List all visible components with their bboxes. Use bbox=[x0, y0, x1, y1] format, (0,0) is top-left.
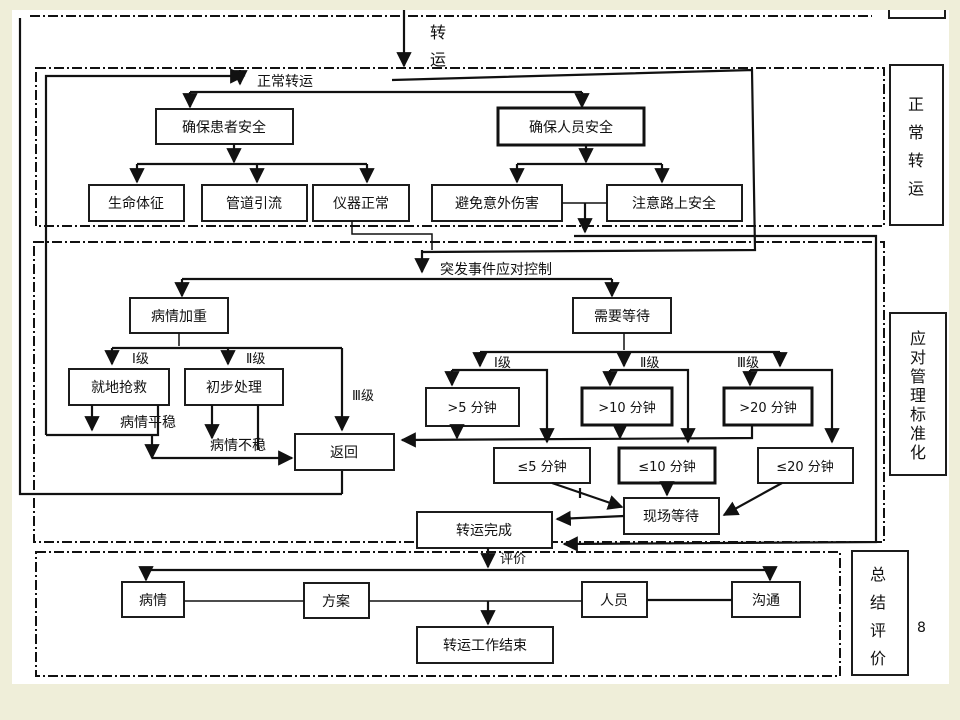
return-label: 返回 bbox=[330, 445, 358, 461]
response-tab-6: 准 bbox=[910, 424, 926, 443]
response-tab-2: 对 bbox=[910, 348, 926, 367]
level2-split bbox=[610, 368, 696, 444]
stable-label: 病情平稳 bbox=[120, 415, 176, 431]
top-label-2: 运 bbox=[430, 50, 446, 69]
communication-label: 沟通 bbox=[752, 593, 780, 609]
w-level1: Ⅰ级 bbox=[132, 352, 149, 367]
vital-signs-label: 生命体征 bbox=[108, 195, 164, 212]
staff-safety-box bbox=[496, 106, 646, 147]
rescue-box bbox=[68, 368, 170, 406]
personnel-label: 人员 bbox=[600, 593, 628, 609]
normal-tab-4: 运 bbox=[908, 179, 924, 198]
le5-box bbox=[493, 447, 591, 484]
le20-label: ≤20 分钟 bbox=[776, 459, 834, 475]
n-level2: Ⅱ级 bbox=[640, 356, 659, 371]
equipment-label: 仪器正常 bbox=[333, 196, 389, 212]
gt10-label: >10 分钟 bbox=[598, 400, 656, 416]
response-tab-5: 标 bbox=[910, 405, 926, 424]
staff-safety-label: 确保人员安全 bbox=[529, 119, 613, 136]
gt5-label: >5 分钟 bbox=[447, 400, 496, 416]
summary-section-border bbox=[35, 551, 841, 677]
rescue-label: 就地抢救 bbox=[91, 379, 147, 396]
onsite-to-complete bbox=[555, 510, 625, 527]
onsite-wait-label: 现场等待 bbox=[643, 508, 699, 525]
gt20-box bbox=[722, 386, 814, 427]
summary-tab-2: 结 bbox=[870, 593, 886, 612]
transfer-complete-label: 转运完成 bbox=[456, 523, 512, 539]
onsite-wait-box bbox=[623, 497, 720, 535]
avoid-injury-label: 避免意外伤害 bbox=[455, 195, 539, 212]
normal-tab-1: 正 bbox=[908, 95, 924, 114]
plan-label: 方案 bbox=[322, 593, 350, 610]
patient-safety-box bbox=[155, 108, 294, 145]
le5-label: ≤5 分钟 bbox=[517, 459, 566, 475]
slide-frame: 转 运 正 常 转 运 正常转运 确保患者安全 确保人员安全 生命体征 管道引流… bbox=[12, 10, 949, 684]
n-level3: Ⅲ级 bbox=[737, 356, 759, 371]
gt20-label: >20 分钟 bbox=[739, 400, 797, 416]
drainage-label: 管道引流 bbox=[226, 196, 282, 212]
summary-tab-1: 总 bbox=[870, 565, 886, 584]
normal-section-border bbox=[35, 67, 885, 227]
right-loop-line bbox=[391, 68, 757, 254]
response-right-solid bbox=[562, 234, 878, 552]
road-safety-label: 注意路上安全 bbox=[632, 195, 716, 212]
le5-to-onsite bbox=[551, 481, 624, 510]
equipment-box bbox=[312, 184, 410, 222]
transfer-end-box bbox=[416, 626, 554, 664]
summary-tab-3: 评 bbox=[870, 621, 886, 640]
response-tab-3: 管 bbox=[910, 367, 926, 386]
outer-left-loop bbox=[18, 18, 342, 496]
summary-section-tab bbox=[851, 550, 909, 676]
communication-box bbox=[731, 581, 801, 618]
normal-tab-2: 常 bbox=[908, 123, 924, 142]
vital-signs-box bbox=[88, 184, 185, 222]
initial-box bbox=[184, 368, 284, 406]
response-section-tab bbox=[889, 312, 947, 476]
response-tab-1: 应 bbox=[910, 329, 926, 348]
le10-label: ≤10 分钟 bbox=[638, 459, 696, 475]
page-number: 8 bbox=[917, 620, 926, 636]
response-tab-7: 化 bbox=[910, 443, 926, 462]
n-level1: Ⅰ级 bbox=[494, 356, 511, 371]
evaluation-label: 评价 bbox=[500, 552, 526, 567]
top-section-tab bbox=[888, 10, 946, 19]
level3-split bbox=[750, 368, 840, 444]
level1-split bbox=[452, 368, 555, 444]
normal-header: 正常转运 bbox=[257, 74, 313, 90]
summary-tab-4: 价 bbox=[870, 649, 886, 668]
condition-box bbox=[121, 581, 185, 618]
unstable-label: 病情不稳 bbox=[210, 438, 266, 454]
initial-label: 初步处理 bbox=[206, 379, 262, 396]
personnel-box bbox=[581, 581, 648, 618]
gt10-box bbox=[580, 386, 674, 427]
normal-section-tab bbox=[889, 64, 944, 226]
transfer-end-label: 转运工作结束 bbox=[443, 638, 527, 654]
condition-label: 病情 bbox=[139, 593, 167, 609]
worsening-box bbox=[129, 297, 229, 334]
patient-safety-label: 确保患者安全 bbox=[182, 119, 266, 136]
transfer-flowchart: 转 运 正 常 转 运 正常转运 确保患者安全 确保人员安全 生命体征 管道引流… bbox=[18, 10, 947, 677]
gt5-box bbox=[425, 387, 520, 427]
w-level3: Ⅲ级 bbox=[352, 389, 374, 404]
need-wait-box bbox=[572, 297, 672, 334]
normal-tab-3: 转 bbox=[908, 151, 924, 170]
le20-to-onsite bbox=[722, 482, 783, 516]
return-feedback-line bbox=[400, 425, 754, 448]
worsening-label: 病情加重 bbox=[151, 309, 207, 325]
response-tab-4: 理 bbox=[910, 386, 926, 405]
return-box bbox=[294, 433, 395, 471]
le20-box bbox=[757, 447, 854, 484]
transfer-complete-box bbox=[416, 511, 553, 549]
stable-loop-line bbox=[46, 405, 160, 437]
top-label-1: 转 bbox=[430, 23, 446, 42]
drainage-box bbox=[201, 184, 308, 222]
w-level2: Ⅱ级 bbox=[246, 352, 265, 367]
need-wait-label: 需要等待 bbox=[594, 308, 650, 325]
response-header: 突发事件应对控制 bbox=[440, 261, 552, 278]
inner-left-loop bbox=[44, 68, 246, 435]
